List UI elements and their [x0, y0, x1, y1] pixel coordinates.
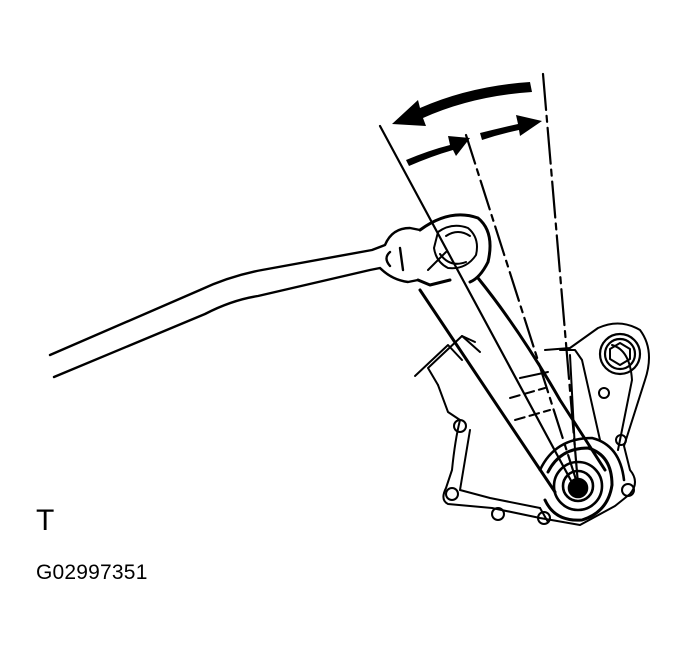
bolt-hole — [598, 387, 610, 399]
bolt-holes — [445, 387, 635, 525]
view-code-label: T — [36, 504, 55, 537]
rotation-arrows — [392, 82, 542, 166]
reference-lines — [378, 72, 580, 490]
illustration-id-label: G02997351 — [36, 561, 148, 584]
arrow-rotate-right-icon — [480, 115, 542, 140]
shaft-boss — [538, 436, 626, 522]
bolt-hole — [537, 511, 551, 525]
wrench-head — [416, 213, 492, 287]
bolt-hole — [621, 483, 635, 497]
switch-housing — [414, 322, 650, 526]
reference-line-right — [541, 72, 580, 486]
bolt-hole — [491, 507, 505, 521]
bolt-hole — [445, 487, 459, 501]
wrench-handle — [48, 226, 422, 379]
reference-line-left — [378, 124, 577, 490]
hex-bolt — [598, 332, 642, 376]
arrow-rotate-right-icon — [406, 136, 470, 166]
arrow-rotate-left-icon — [392, 82, 532, 126]
bolt-hole — [615, 434, 627, 446]
wrench-shank — [418, 276, 607, 494]
bolt-hole — [453, 419, 467, 433]
reference-line-center — [464, 133, 580, 488]
